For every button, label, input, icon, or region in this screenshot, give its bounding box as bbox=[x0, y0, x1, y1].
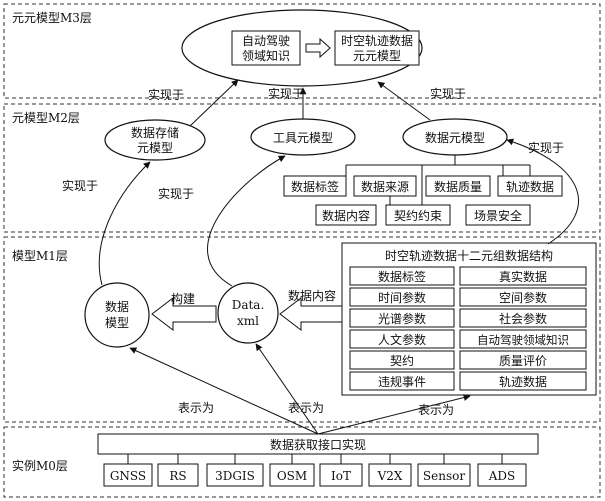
layer-m1-label: 模型M1层 bbox=[12, 249, 68, 263]
m0-to-m1-arrows bbox=[129, 343, 471, 435]
realized-by-label-6: 实现于 bbox=[528, 140, 564, 155]
cell-social-params: 社会参数 bbox=[499, 311, 547, 326]
m2-to-m3-arrows bbox=[189, 79, 431, 127]
data-interface-label: 数据获取接口实现 bbox=[270, 437, 366, 452]
layer-m3-label: 元元模型M3层 bbox=[12, 11, 92, 25]
m3-hollow-arrow bbox=[305, 37, 331, 59]
build-label: 构建 bbox=[171, 291, 195, 306]
source-rs-box bbox=[157, 463, 199, 487]
data-meta-label: 数据元模型 bbox=[425, 130, 485, 145]
source-rs: RS bbox=[169, 469, 186, 483]
represented-as-label-1: 表示为 bbox=[178, 401, 214, 415]
m3-box-meta-meta-model bbox=[334, 30, 420, 66]
realized-by-label-1: 实现于 bbox=[148, 87, 184, 102]
m3-box-right-line2: 元元模型 bbox=[353, 49, 401, 63]
m3-box-left-line2: 领域知识 bbox=[242, 49, 290, 63]
source-3dgis: 3DGIS bbox=[215, 469, 255, 483]
source-ads-box bbox=[477, 463, 527, 487]
realized-by-label-2: 实现于 bbox=[268, 86, 304, 101]
build-hollow-arrow bbox=[151, 296, 217, 332]
cell-space-params: 空间参数 bbox=[499, 290, 547, 305]
source-iot: IoT bbox=[331, 469, 351, 483]
content-label: 数据内容 bbox=[288, 288, 336, 303]
item-data-quality: 数据质量 bbox=[434, 179, 482, 194]
source-sensor-box bbox=[417, 463, 471, 487]
realized-by-label-5: 实现于 bbox=[158, 186, 194, 201]
item-contract-constraint: 契约约束 bbox=[394, 208, 442, 223]
item-data-quality-box bbox=[425, 175, 491, 197]
item-data-source-box bbox=[353, 175, 417, 197]
cell-humanity-params: 人文参数 bbox=[378, 332, 426, 347]
data-xml-line1: Data. bbox=[232, 298, 265, 312]
cell-quality-eval: 质量评价 bbox=[499, 354, 547, 368]
source-gnss-box bbox=[103, 463, 153, 487]
layer-m2-frame bbox=[3, 103, 601, 233]
structure-grid: 数据标签 真实数据 时间参数 空间参数 光谱参数 社会参数 人文参数 自动驾驶领… bbox=[349, 266, 587, 391]
item-contract-box bbox=[385, 204, 451, 226]
cell-real-data: 真实数据 bbox=[499, 269, 547, 284]
cell-violation-events: 违规事件 bbox=[378, 374, 426, 389]
item-data-content: 数据内容 bbox=[322, 208, 370, 223]
item-trajectory-data: 轨迹数据 bbox=[506, 179, 554, 194]
layer-m3-frame bbox=[3, 3, 601, 99]
item-data-label-box bbox=[283, 175, 347, 197]
cell-contract: 契约 bbox=[390, 353, 414, 368]
structure-title: 时空轨迹数据十二元组数据结构 bbox=[385, 248, 553, 263]
layer-m1-frame bbox=[3, 236, 601, 423]
data-model-circle bbox=[84, 282, 150, 348]
tool-meta-label: 工具元模型 bbox=[273, 131, 333, 145]
data-xml-line2: xml bbox=[237, 314, 259, 328]
data-model-line2: 模型 bbox=[105, 316, 129, 330]
item-data-source: 数据来源 bbox=[361, 179, 409, 194]
source-osm: OSM bbox=[277, 469, 307, 483]
item-scene-safety: 场景安全 bbox=[474, 208, 522, 223]
cell-ad-domain-knowledge: 自动驾驶领域知识 bbox=[477, 333, 569, 347]
source-3dgis-box bbox=[206, 463, 264, 487]
source-iot-box bbox=[319, 463, 363, 487]
storage-meta-model-ellipse bbox=[104, 119, 206, 161]
cell-spectral-params: 光谱参数 bbox=[378, 311, 426, 326]
source-osm-box bbox=[269, 463, 315, 487]
m3-box-right-line1: 时空轨迹数据 bbox=[341, 33, 413, 48]
content-hollow-arrow bbox=[279, 296, 343, 332]
item-data-content-box bbox=[315, 204, 377, 226]
represented-as-label-2: 表示为 bbox=[288, 401, 324, 415]
realized-by-label-3: 实现于 bbox=[430, 86, 466, 101]
source-gnss: GNSS bbox=[110, 469, 146, 483]
item-trajectory-data-box bbox=[497, 175, 563, 197]
item-data-label: 数据标签 bbox=[291, 179, 339, 194]
source-sensor: Sensor bbox=[423, 469, 465, 483]
source-ads: ADS bbox=[488, 469, 516, 483]
m3-ellipse bbox=[181, 9, 423, 87]
data-model-line1: 数据 bbox=[105, 299, 129, 314]
source-v2x: V2X bbox=[377, 469, 403, 483]
layer-m2-label: 元模型M2层 bbox=[12, 111, 80, 125]
m3-box-left-line1: 自动驾驶 bbox=[242, 33, 290, 48]
source-connectors bbox=[127, 454, 503, 464]
layer-m0-label: 实例M0层 bbox=[12, 458, 68, 473]
m1-to-m2-arrows bbox=[98, 138, 579, 287]
item-scene-safety-box bbox=[465, 204, 531, 226]
cell-data-label: 数据标签 bbox=[378, 269, 426, 284]
storage-meta-line2: 元模型 bbox=[137, 141, 173, 155]
cell-time-params: 时间参数 bbox=[378, 290, 426, 305]
realized-by-label-4: 实现于 bbox=[62, 178, 98, 193]
cell-trajectory-data: 轨迹数据 bbox=[499, 374, 547, 389]
m3-box-domain-knowledge bbox=[231, 30, 301, 66]
storage-meta-line1: 数据存储 bbox=[131, 125, 179, 140]
represented-as-label-3: 表示为 bbox=[418, 403, 454, 417]
source-v2x-box bbox=[368, 463, 412, 487]
data-xml-circle bbox=[217, 282, 279, 344]
